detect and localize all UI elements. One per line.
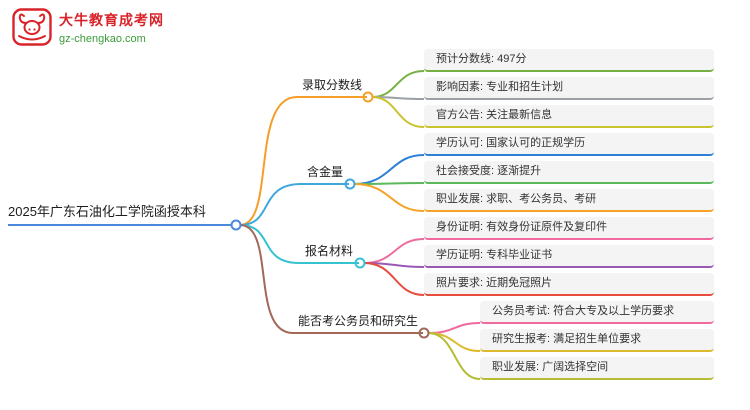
logo-text: 大牛教育成考网 gz-chengkao.com	[59, 10, 164, 45]
connector-b0-l2	[371, 96, 425, 128]
connector-root-b1	[239, 183, 302, 226]
leaf-node: 职业发展: 广阔选择空间	[480, 357, 714, 380]
logo-title: 大牛教育成考网	[59, 11, 164, 28]
logo-domain: gz-chengkao.com	[59, 32, 146, 45]
leaf-node: 学历认可: 国家认可的正规学历	[424, 133, 714, 156]
branch-node-exams-eligibility: 能否考公务员和研究生	[293, 314, 423, 334]
root-node-dot	[230, 219, 242, 231]
connector-b1-l2	[353, 183, 425, 212]
connector-root-b0	[239, 96, 298, 226]
connector-b2-l2	[363, 262, 425, 296]
leaf-node: 影响因素: 专业和招生计划	[424, 77, 714, 100]
connector-b1-l0	[353, 154, 425, 185]
connector-b2-l0	[363, 238, 425, 264]
site-logo: 大牛教育成考网 gz-chengkao.com	[12, 8, 164, 46]
branch-node-materials: 报名材料	[299, 244, 359, 264]
connector-b3-l1	[427, 332, 481, 352]
leaf-node: 官方公告: 关注最新信息	[424, 105, 714, 128]
connector-b0-l0	[371, 70, 425, 98]
leaf-node: 预计分数线: 497分	[424, 49, 714, 72]
connector-b3-l2	[427, 332, 481, 380]
leaf-node: 研究生报考: 满足招生单位要求	[480, 329, 714, 352]
leaf-node: 职业发展: 求职、考公务员、考研	[424, 189, 714, 212]
connector-root-b3	[239, 224, 294, 334]
branch-node-admission-score: 录取分数线	[297, 78, 367, 98]
root-node: 2025年广东石油化工学院函授本科	[8, 204, 232, 226]
connector-root-b2	[239, 224, 300, 264]
branch-node-value: 含金量	[301, 165, 349, 185]
leaf-node: 照片要求: 近期免冠照片	[424, 273, 714, 296]
bull-logo-icon	[12, 8, 52, 46]
leaf-node: 身份证明: 有效身份证原件及复印件	[424, 217, 714, 240]
leaf-node: 学历证明: 专科毕业证书	[424, 245, 714, 268]
leaf-node: 社会接受度: 逐渐提升	[424, 161, 714, 184]
leaf-node: 公务员考试: 符合大专及以上学历要求	[480, 301, 714, 324]
connector-b3-l0	[427, 322, 481, 334]
